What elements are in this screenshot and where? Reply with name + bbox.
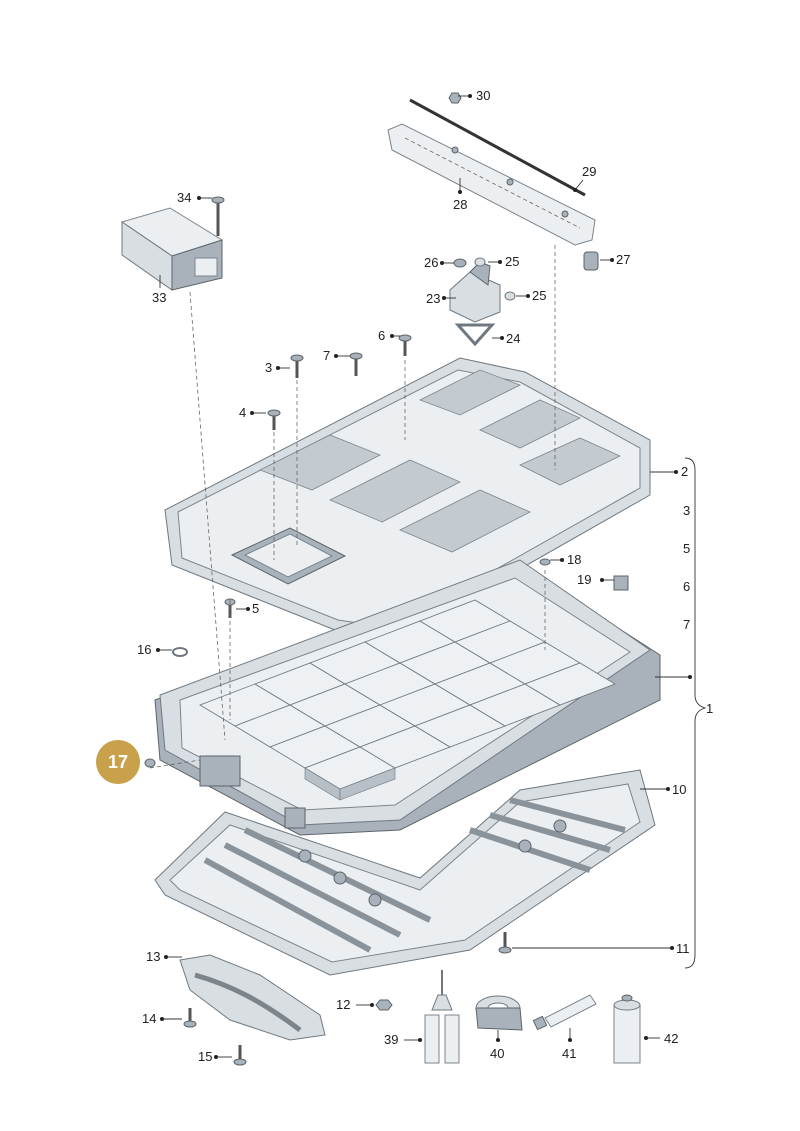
adhesive-cartridge <box>424 970 460 1064</box>
callout-18[interactable]: 18 <box>567 552 581 567</box>
highlight-label: 17 <box>108 752 128 772</box>
callout-39[interactable]: 39 <box>384 1032 398 1047</box>
callout-7-list[interactable]: 7 <box>683 617 690 632</box>
housing-frame <box>144 558 661 836</box>
nut-icon <box>375 999 393 1011</box>
cover-plate-13 <box>179 954 326 1066</box>
group-bracket <box>684 457 707 969</box>
bolt-11 <box>498 932 512 954</box>
nut-icon <box>448 92 462 104</box>
callout-10[interactable]: 10 <box>672 782 686 797</box>
callout-26[interactable]: 26 <box>424 255 438 270</box>
assembly-lines <box>149 245 556 769</box>
highlight-circle <box>96 740 140 784</box>
callout-30[interactable]: 30 <box>476 88 490 103</box>
cross-strut <box>387 92 596 246</box>
callout-12[interactable]: 12 <box>336 997 350 1012</box>
callout-14[interactable]: 14 <box>142 1011 156 1026</box>
callout-2[interactable]: 2 <box>681 464 688 479</box>
callout-16[interactable]: 16 <box>137 642 151 657</box>
callout-6-list[interactable]: 6 <box>683 579 690 594</box>
callout-42[interactable]: 42 <box>664 1031 678 1046</box>
cell-grid <box>199 599 616 801</box>
callout-25-upper[interactable]: 25 <box>505 254 519 269</box>
callout-25-lower[interactable]: 25 <box>532 288 546 303</box>
callout-3-list[interactable]: 3 <box>683 503 690 518</box>
tape-roll <box>475 995 523 1031</box>
bottom-plate <box>154 769 656 976</box>
callout-19[interactable]: 19 <box>577 572 591 587</box>
callout-41[interactable]: 41 <box>562 1046 576 1061</box>
callout-labels: 30 29 28 34 33 26 25 27 23 25 24 6 7 3 4… <box>137 88 713 1064</box>
callout-29[interactable]: 29 <box>582 164 596 179</box>
callout-33[interactable]: 33 <box>152 290 166 305</box>
callout-7-upper[interactable]: 7 <box>323 348 330 363</box>
callout-40[interactable]: 40 <box>490 1046 504 1061</box>
callout-13[interactable]: 13 <box>146 949 160 964</box>
callout-1[interactable]: 1 <box>706 701 713 716</box>
callout-11[interactable]: 11 <box>676 941 690 956</box>
callout-27[interactable]: 27 <box>616 252 630 267</box>
callout-15[interactable]: 15 <box>198 1049 212 1064</box>
sealant-tube <box>532 994 597 1031</box>
callout-28[interactable]: 28 <box>453 197 467 212</box>
bracket-assembly <box>449 251 599 347</box>
control-unit <box>120 196 225 291</box>
callout-6-upper[interactable]: 6 <box>378 328 385 343</box>
spray-can <box>613 994 641 1064</box>
callout-24[interactable]: 24 <box>506 331 520 346</box>
leader-lines <box>156 94 692 1059</box>
callout-3-upper[interactable]: 3 <box>265 360 272 375</box>
highlight-badge[interactable]: 17 <box>96 740 140 784</box>
callout-23[interactable]: 23 <box>426 291 440 306</box>
callout-5-lower[interactable]: 5 <box>252 601 259 616</box>
callout-5-list[interactable]: 5 <box>683 541 690 556</box>
callout-34[interactable]: 34 <box>177 190 191 205</box>
top-cover <box>164 357 651 641</box>
callout-4[interactable]: 4 <box>239 405 246 420</box>
